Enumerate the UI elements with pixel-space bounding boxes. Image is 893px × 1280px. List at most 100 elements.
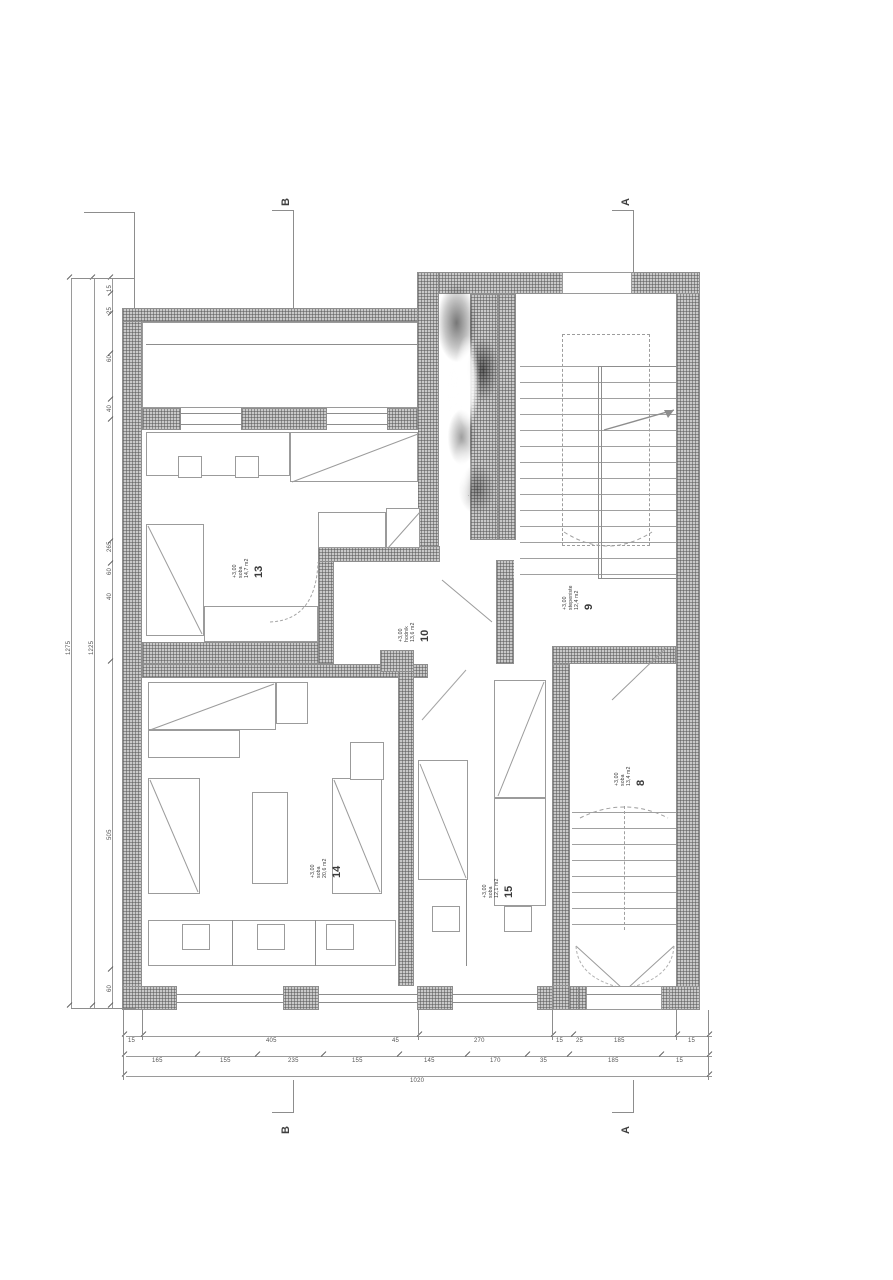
interior-wall-spine-upper: [417, 272, 439, 548]
scan-speck-1: .: [468, 492, 470, 498]
section-marker-b-top-label: B: [280, 198, 292, 206]
dim-h-in-7: 15: [688, 1038, 696, 1044]
room-15-wardrobe: [494, 798, 546, 906]
section-marker-b-bottom-label: B: [280, 1126, 292, 1134]
stair-landing-arc: [563, 531, 653, 547]
room-14-stool-1: [182, 924, 210, 950]
scan-speck-2: .: [498, 508, 500, 514]
dim-v-3: 40: [107, 404, 113, 412]
dim-h-in-1: 405: [266, 1038, 277, 1044]
dim-v-7: 505: [107, 829, 113, 840]
interior-wall-hall-left: [318, 560, 334, 664]
stair-direction-arrow: [603, 409, 675, 431]
dim-v-8: 60: [107, 984, 113, 992]
room-13-counter: [146, 432, 290, 476]
exterior-wall-left: [122, 308, 142, 1010]
room-13-bed-upper: [290, 432, 418, 482]
room-8-label: +3,00 soba 13,4 m2 8: [614, 767, 647, 786]
room-15-door-swing-1: [497, 681, 545, 797]
room-9-number: 9: [583, 603, 595, 610]
room-15-bed-right: [494, 680, 546, 798]
stairwell-wall-left: [498, 294, 516, 540]
dim-h-mid-5: 170: [490, 1058, 501, 1064]
room-15-entry-swing: [421, 669, 467, 721]
dim-h-mid-4: 145: [424, 1058, 435, 1064]
dim-v-2: 60: [107, 354, 113, 362]
room-10-door-swing-2: [269, 561, 319, 623]
room-14-door-swing-3: [333, 779, 381, 893]
exterior-wall-right: [676, 272, 700, 1010]
stairwell-top-opening: [562, 272, 632, 294]
room-15-number: 15: [503, 885, 515, 898]
room-10-door-swing-1: [387, 511, 421, 549]
room-10-door-swing-3: [441, 579, 493, 623]
dim-v-0: 15: [107, 284, 113, 292]
room-14-bed-top: [148, 682, 276, 730]
interior-wall-room8-top: [552, 646, 676, 664]
room-9-label: +3,00 stepeniste 12,4 m2 9: [562, 585, 595, 610]
interior-wall-spine-upper2: [470, 294, 498, 540]
interior-wall-room15-right: [552, 664, 570, 986]
room-13-bed-left: [146, 524, 204, 636]
dim-vertical-outer: 1275: [66, 640, 72, 655]
dim-h-mid-1: 155: [220, 1058, 231, 1064]
room-14-nightstand-right: [350, 742, 384, 780]
dim-h-mid-8: 15: [676, 1058, 684, 1064]
dim-h-mid-2: 235: [288, 1058, 299, 1064]
room-10-area: 13,6 m2: [410, 622, 416, 642]
room-8-area: [570, 664, 676, 794]
dim-h-in-4: 15: [556, 1038, 564, 1044]
room-15-stool-1: [432, 906, 460, 932]
room-14-shelf-top: [148, 730, 240, 758]
room-14-stool-2: [257, 924, 285, 950]
entrance-opening: [586, 986, 662, 1010]
room-13-sink-a: [178, 456, 202, 478]
window-2: [326, 408, 388, 430]
room-14-table-center: [252, 792, 288, 884]
dim-h-outer-total: 1020: [410, 1078, 425, 1084]
room-15-label: +3,00 soba 12,1 m2 15: [482, 879, 515, 898]
room-13-number: 13: [253, 565, 265, 578]
dim-h-mid-6: 35: [540, 1058, 548, 1064]
interior-wall-room15-left: [398, 664, 414, 986]
room-10-label: +3,00 hodnik 13,6 m2 10: [398, 623, 431, 642]
lower-stair-centerline: [624, 806, 625, 930]
dim-h-in-3: 270: [474, 1038, 485, 1044]
room-10-number: 10: [419, 629, 431, 642]
room-8-door-swing: [611, 647, 667, 701]
exterior-wall-top-right: [417, 272, 700, 294]
room-14-number: 14: [331, 865, 343, 878]
dim-v-5: 60: [107, 567, 113, 575]
room-14-label: +3,00 soba 20,6 m2 14: [310, 859, 343, 878]
interior-wall-room15-left-head: [380, 650, 414, 672]
room-13-door-swing-2: [147, 525, 203, 635]
room-8-area: 13,4 m2: [626, 766, 632, 786]
dim-v-6: 40: [107, 592, 113, 600]
window-1: [180, 408, 242, 430]
window-bottom-3: [452, 986, 538, 1010]
room-14-nightstand-top: [276, 682, 308, 724]
dim-h-mid-3: 155: [352, 1058, 363, 1064]
entrance-door-swings: [575, 945, 675, 989]
window-bottom-2: [318, 986, 418, 1010]
section-marker-a-bottom-label: A: [620, 1126, 632, 1134]
dim-h-in-6: 185: [614, 1038, 625, 1044]
room-8-number: 8: [635, 779, 647, 786]
room-15-stool-2: [504, 906, 532, 932]
interior-wall-room14-top: [142, 664, 428, 678]
room-14-door-swing-1: [149, 683, 275, 731]
dim-h-mid-7: 185: [608, 1058, 619, 1064]
room-14-area: 20,6 m2: [322, 858, 328, 878]
room-13-sink-b: [235, 456, 259, 478]
room-10-niche: [318, 512, 386, 548]
room-15-door-swing-2: [419, 763, 467, 879]
balcony-recess: [142, 322, 418, 408]
room-15-area: 12,1 m2: [494, 878, 500, 898]
exterior-wall-top-left: [122, 308, 422, 322]
interior-wall-hall-right: [496, 578, 514, 664]
window-bottom-1: [176, 986, 284, 1010]
room-13-area: 14,7 m2: [244, 558, 250, 578]
dim-h-in-5: 25: [576, 1038, 584, 1044]
room-14-stool-3: [326, 924, 354, 950]
